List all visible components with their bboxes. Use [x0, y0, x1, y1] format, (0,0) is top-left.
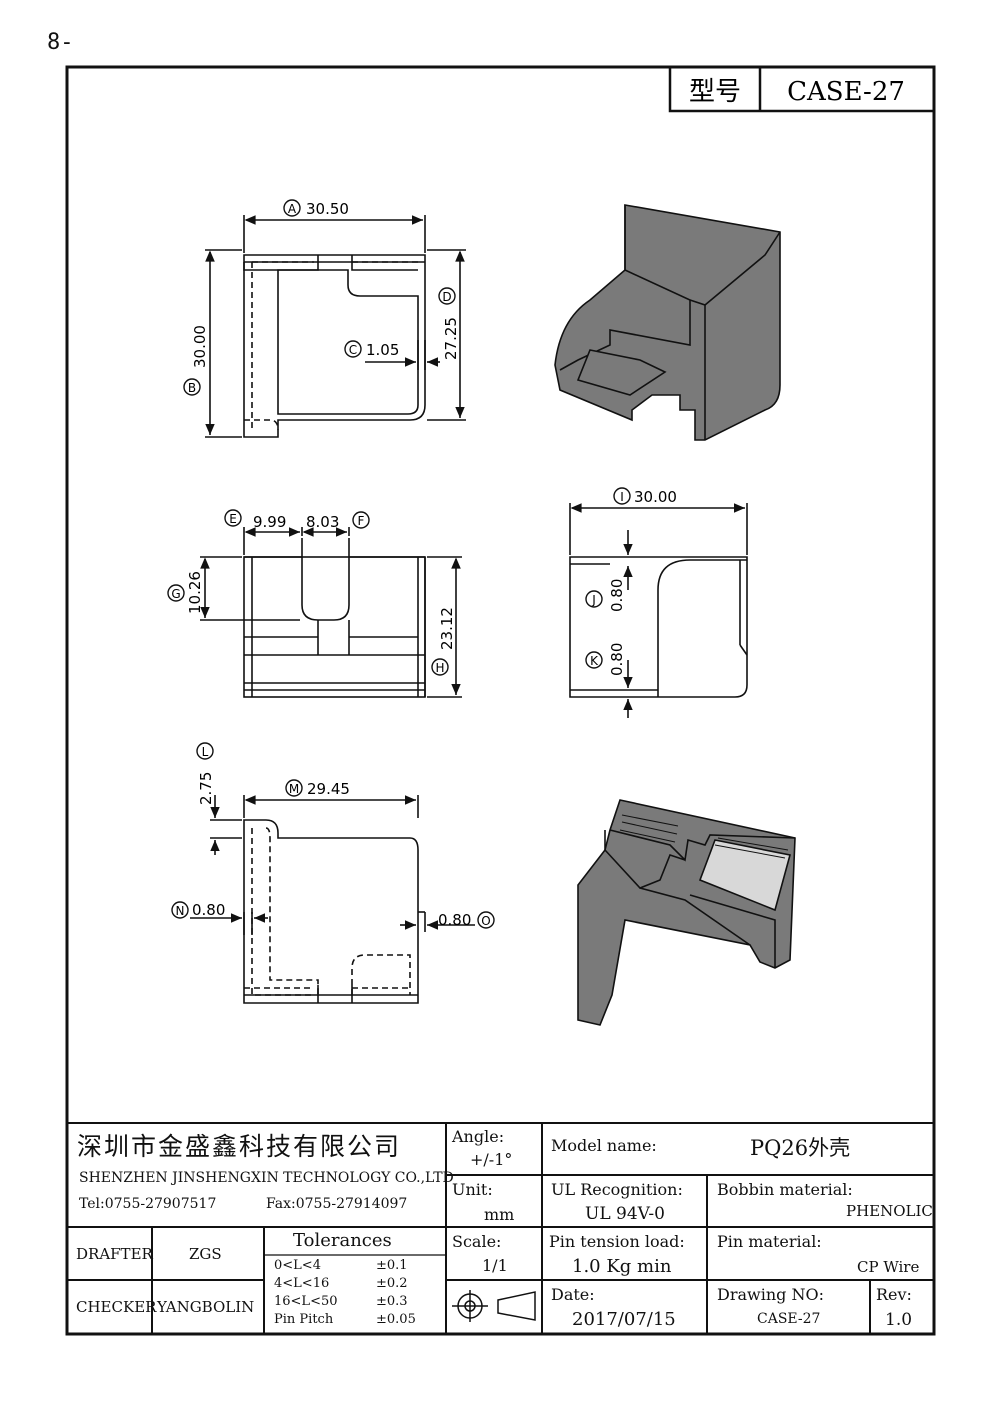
- pin-material-label: Pin material:: [717, 1232, 822, 1251]
- dim-k: K 0.80: [585, 643, 626, 676]
- projection-symbol: [452, 1290, 536, 1322]
- bobbin-label: Bobbin material:: [717, 1180, 853, 1199]
- tol-value: ±0.2: [376, 1276, 408, 1291]
- dim-a-value: 30.50: [306, 200, 349, 218]
- dim-c: C 1.05: [344, 340, 399, 359]
- company-name-en: SHENZHEN JINSHENGXIN TECHNOLOGY CO.,LTD: [79, 1170, 454, 1186]
- checker-label: CHECKER: [76, 1298, 157, 1316]
- dim-c-letter: C: [349, 343, 357, 357]
- pin-material-value: CP Wire: [857, 1258, 920, 1276]
- dim-d: D 27.25: [438, 287, 460, 360]
- dim-d-letter: D: [442, 290, 451, 304]
- angle-value: +/-1°: [470, 1150, 513, 1169]
- dim-a-letter: A: [288, 202, 297, 216]
- dim-m-value: 29.45: [307, 780, 350, 798]
- unit-label: Unit:: [452, 1180, 493, 1199]
- date-value: 2017/07/15: [572, 1309, 676, 1330]
- dim-e-value: 9.99: [253, 513, 286, 531]
- dim-f-value: 8.03: [306, 513, 339, 531]
- title-block-lines: [67, 1122, 934, 1334]
- angle-label: Angle:: [452, 1127, 505, 1146]
- scale-value: 1/1: [482, 1256, 508, 1275]
- dim-e: E 9.99: [224, 509, 286, 531]
- iso-view-bottom: [577, 799, 796, 1026]
- dim-g-letter: G: [171, 587, 180, 601]
- tol-value: ±0.3: [376, 1294, 408, 1309]
- drafter-value: ZGS: [189, 1245, 222, 1263]
- company-fax: Fax:0755-27914097: [266, 1196, 408, 1212]
- dim-n-letter: N: [176, 904, 185, 918]
- dim-m-letter: M: [289, 782, 299, 796]
- dim-a: A 30.50: [283, 199, 349, 218]
- date-label: Date:: [551, 1285, 595, 1304]
- model-value: CASE-27: [787, 77, 905, 107]
- tol-range: 4<L<16: [274, 1276, 330, 1291]
- dim-i: I 30.00: [613, 487, 677, 506]
- rev-value: 1.0: [885, 1310, 913, 1330]
- dim-h-letter: H: [435, 661, 444, 675]
- drawing-no-label: Drawing NO:: [717, 1285, 824, 1304]
- drafter-label: DRAFTER: [76, 1245, 153, 1263]
- tol-value: ±0.1: [376, 1258, 408, 1273]
- scale-label: Scale:: [452, 1232, 502, 1251]
- dim-g-value: 10.26: [186, 571, 204, 614]
- dim-k-value: 0.80: [608, 643, 626, 676]
- side-view: [569, 503, 748, 718]
- dim-b-value: 30.00: [191, 325, 209, 368]
- tolerances-title: Tolerances: [293, 1230, 392, 1251]
- dim-l: L 2.75: [196, 742, 215, 805]
- checker-value: YANGBOLIN: [157, 1298, 255, 1316]
- tol-range: 0<L<4: [274, 1258, 321, 1273]
- dim-k-letter: K: [590, 654, 599, 668]
- rev-label: Rev:: [876, 1285, 912, 1304]
- model-block: 型号 CASE-27: [668, 65, 936, 113]
- dim-c-value: 1.05: [366, 341, 399, 359]
- dim-j-value: 0.80: [608, 579, 626, 612]
- dim-f: F 8.03: [306, 511, 370, 531]
- dim-n-value: 0.80: [192, 901, 225, 919]
- dim-o-letter: O: [481, 914, 490, 928]
- dim-b-letter: B: [188, 381, 196, 395]
- iso-view-top: [554, 204, 781, 441]
- dim-j-letter: J: [591, 593, 596, 607]
- ul-label: UL Recognition:: [551, 1180, 683, 1199]
- dim-d-value: 27.25: [442, 317, 460, 360]
- sheet-border: [65, 65, 936, 1336]
- front-view: [200, 527, 462, 698]
- bobbin-value: PHENOLIC: [846, 1202, 933, 1220]
- dim-o: O 0.80: [438, 911, 495, 929]
- dim-g: G 10.26: [167, 571, 204, 614]
- pin-tension-value: 1.0 Kg min: [572, 1256, 672, 1277]
- dim-n: N 0.80: [171, 901, 225, 919]
- dim-h: H 23.12: [431, 607, 456, 676]
- dim-l-value: 2.75: [197, 772, 215, 805]
- dim-i-letter: I: [620, 490, 624, 504]
- model-label: 型号: [689, 77, 741, 107]
- dim-m: M 29.45: [285, 779, 350, 798]
- dim-b: B 30.00: [183, 325, 209, 396]
- dim-e-letter: E: [229, 512, 237, 526]
- model-name-value: PQ26外壳: [750, 1136, 851, 1160]
- company-name-cn: 深圳市金盛鑫科技有限公司: [77, 1132, 402, 1161]
- ul-value: UL 94V-0: [585, 1204, 665, 1224]
- bottom-view: [190, 795, 475, 1004]
- page-number: 8-: [47, 30, 74, 55]
- dim-l-letter: L: [202, 745, 209, 759]
- company-tel: Tel:0755-27907517: [79, 1196, 217, 1212]
- dim-i-value: 30.00: [634, 488, 677, 506]
- tol-range: Pin Pitch: [274, 1312, 334, 1327]
- pin-tension-label: Pin tension load:: [549, 1232, 685, 1251]
- tol-range: 16<L<50: [274, 1294, 338, 1309]
- dim-o-value: 0.80: [438, 911, 471, 929]
- model-name-label: Model name:: [551, 1136, 657, 1155]
- drawing-no-value: CASE-27: [757, 1311, 821, 1327]
- dim-h-value: 23.12: [438, 607, 456, 650]
- unit-value: mm: [484, 1205, 515, 1224]
- tol-value: ±0.05: [376, 1312, 416, 1327]
- top-view: [205, 215, 466, 438]
- dim-j: J 0.80: [585, 579, 626, 612]
- dim-f-letter: F: [358, 514, 365, 528]
